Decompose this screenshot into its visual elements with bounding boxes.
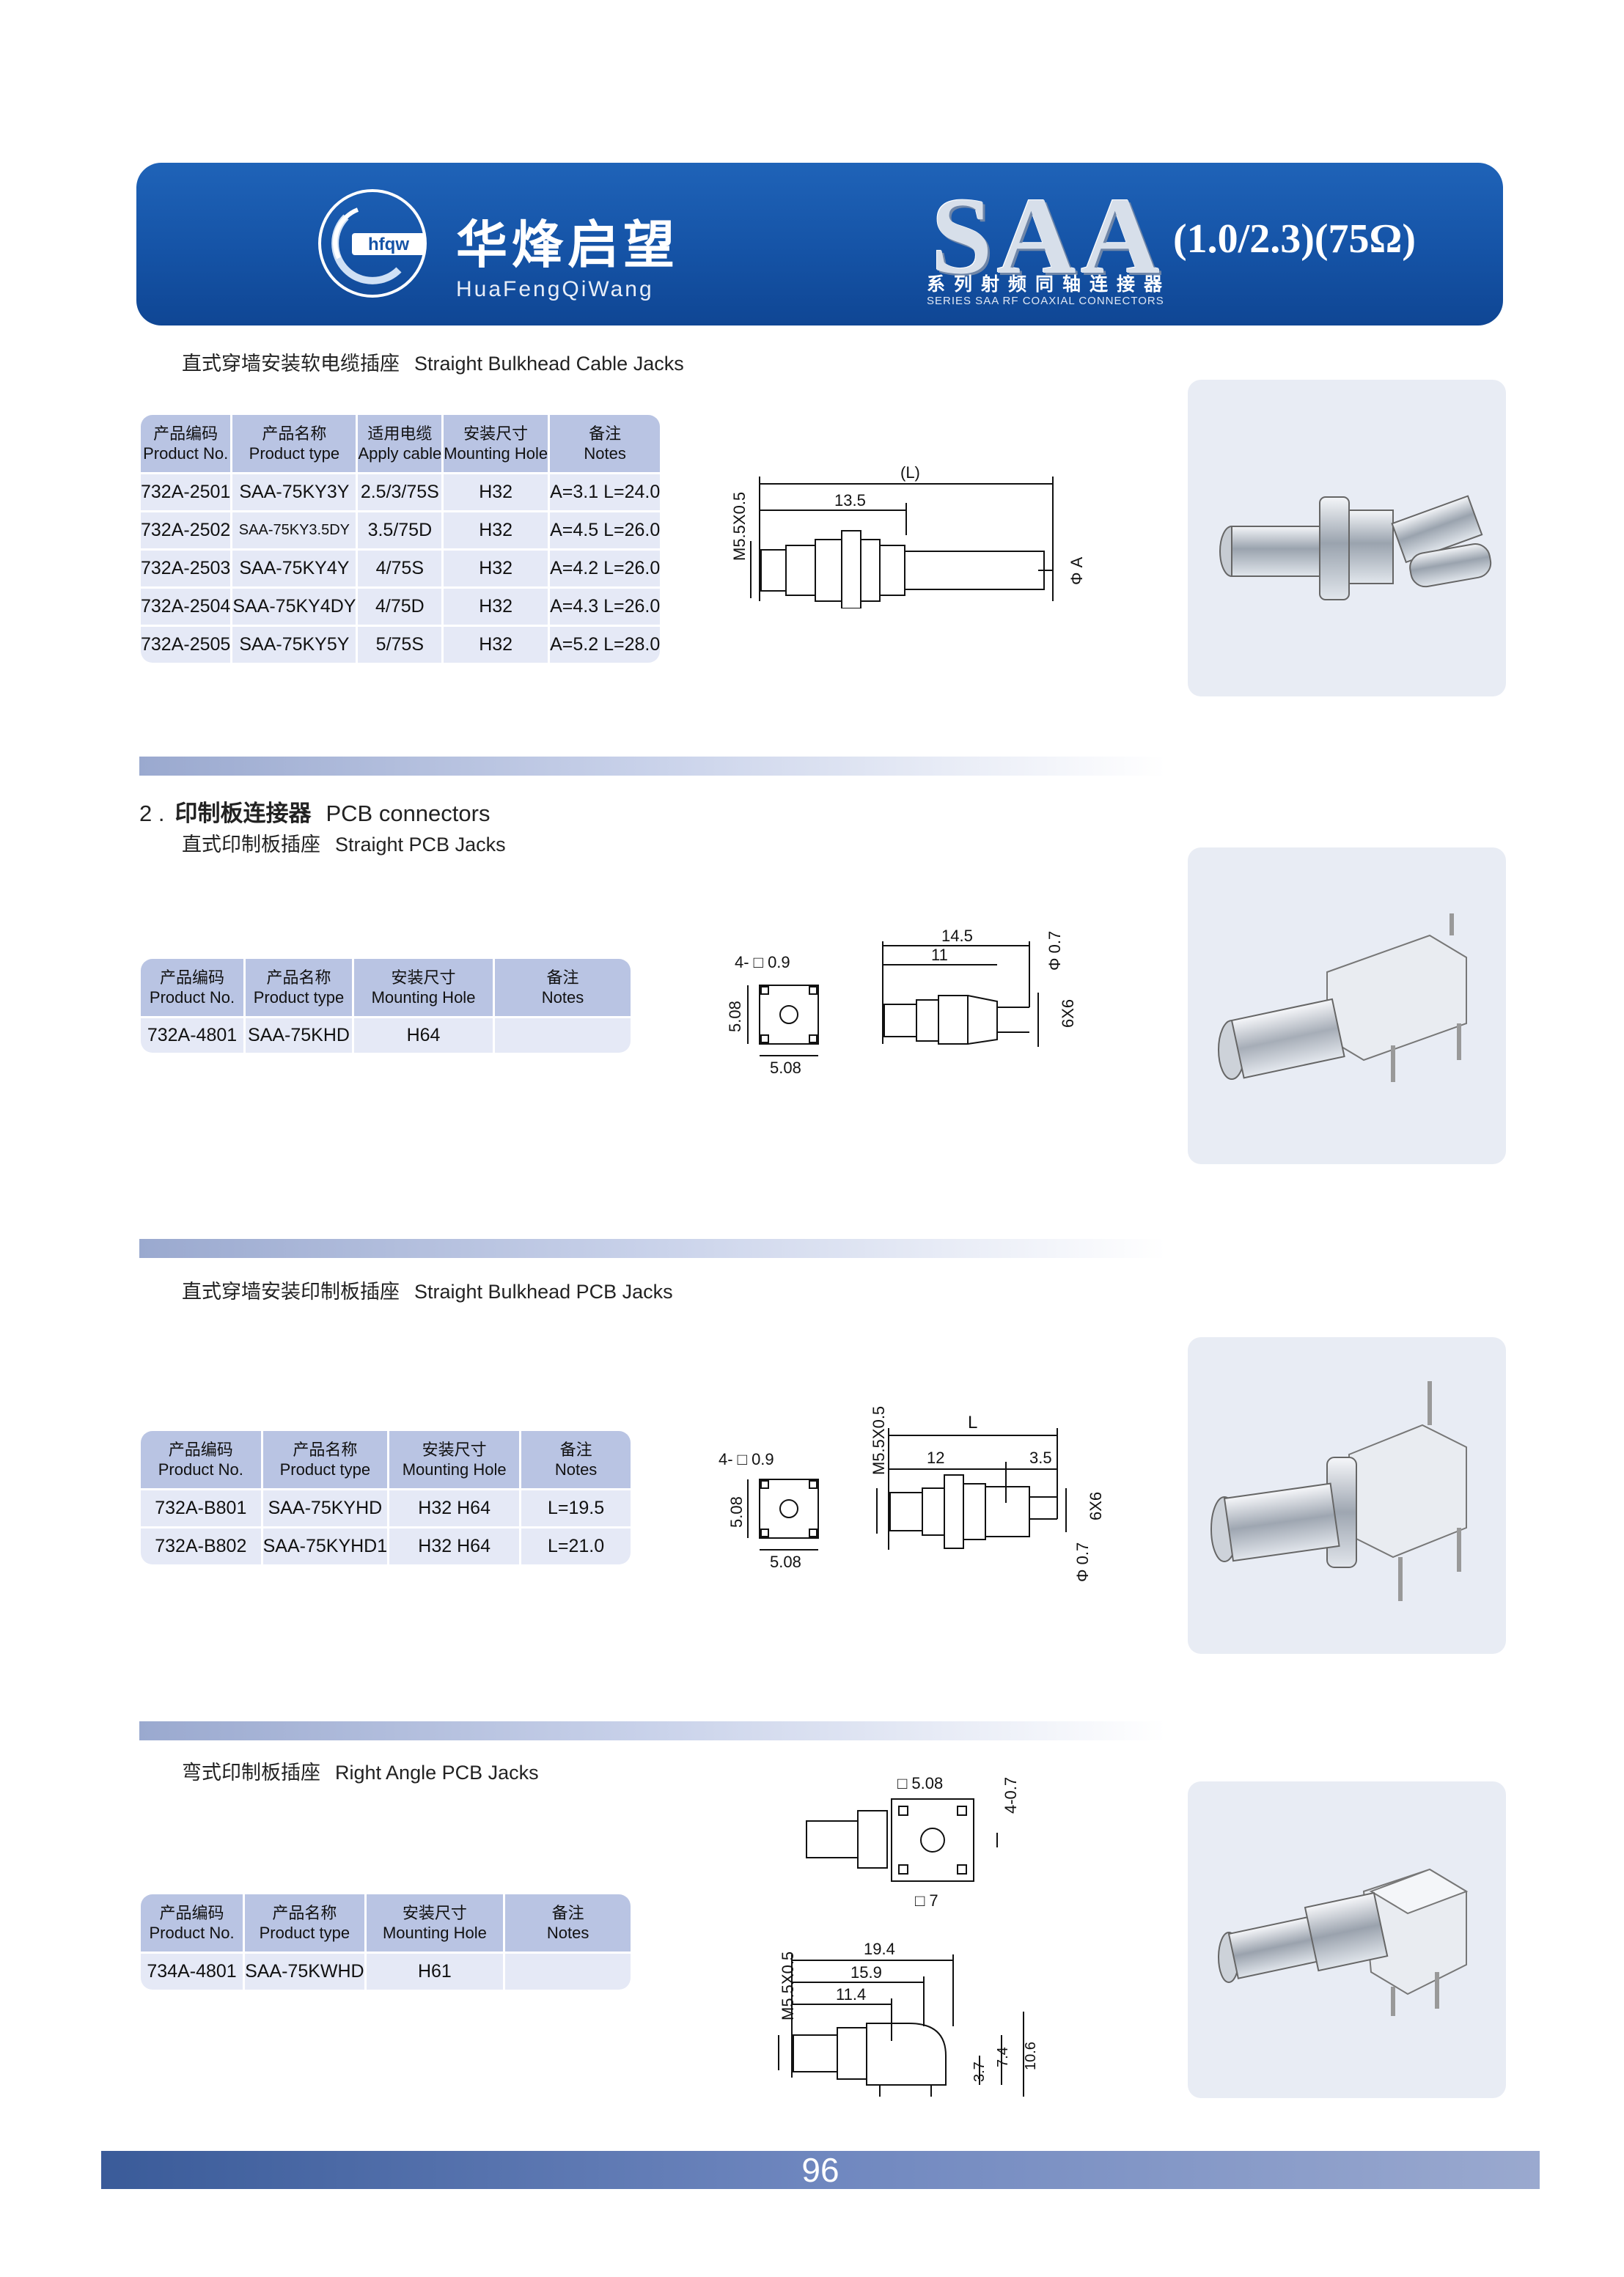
dim-12: 12 — [927, 1449, 944, 1467]
dim-pin-dia: Φ 0.7 — [1046, 931, 1064, 971]
dim-6x6: 6X6 — [1087, 1492, 1105, 1520]
section-divider — [139, 757, 1166, 776]
dim-thread: M5.5X0.5 — [730, 492, 749, 561]
dim-pins: 4- □ 0.9 — [735, 953, 790, 971]
dim-width: 5.08 — [770, 1553, 801, 1571]
dim-width: 5.08 — [770, 1059, 801, 1077]
dim-11: 11 — [931, 946, 948, 964]
dim-pins: 4- □ 0.9 — [719, 1450, 774, 1468]
dim-6x6: 6X6 — [1059, 999, 1077, 1028]
dim-sq-7: □ 7 — [915, 1891, 938, 1910]
company-logo: hfqw — [317, 188, 428, 299]
right-angle-photo — [1188, 1781, 1506, 2098]
bulkhead-pcb-photo — [1188, 1337, 1506, 1654]
straight-pcb-drawing: 4- □ 0.9 5.08 5.08 14.5 11 Φ 0.7 6X6 — [719, 919, 1100, 1081]
brand-name-cn: 华烽启望 — [456, 215, 679, 275]
dim-14-5: 14.5 — [941, 927, 973, 945]
dim-diameter: Φ A — [1068, 556, 1086, 585]
series-spec: (1.0/2.3)(75Ω) — [1173, 216, 1416, 262]
dim-pins: 4-0.7 — [1002, 1777, 1020, 1814]
dim-3-7: 3.7 — [971, 2061, 988, 2082]
dim-15-9: 15.9 — [850, 1963, 882, 1982]
bulkhead-pcb-drawing: 4- □ 0.9 5.08 5.08 M5.5X0.5 L 12 3.5 6X6… — [707, 1393, 1117, 1591]
dim-pin-dia: Φ 0.7 — [1073, 1542, 1092, 1582]
page-number: 96 — [801, 2151, 839, 2189]
dim-thread: M5.5X0.5 — [870, 1406, 888, 1475]
series-name-cn: 系列射频同轴连接器 — [927, 274, 1172, 295]
dim-7-4: 7.4 — [995, 2047, 1011, 2067]
right-angle-drawing: □ 5.08 4-0.7 □ 7 M5.5X0.5 19.4 15.9 11.4… — [763, 1762, 1070, 2100]
dim-height: 5.08 — [727, 1496, 746, 1528]
dim-13-5: 13.5 — [834, 491, 866, 510]
dim-l: L — [968, 1413, 977, 1432]
dim-sq-5-08: □ 5.08 — [897, 1774, 943, 1792]
series-title: SAA — [931, 175, 1165, 297]
logo-text: hfqw — [368, 235, 409, 254]
straight-pcb-photo — [1188, 847, 1506, 1164]
dim-3-5: 3.5 — [1029, 1449, 1052, 1467]
series-name-en: SERIES SAA RF COAXIAL CONNECTORS — [927, 295, 1164, 307]
section-divider — [139, 1721, 1166, 1740]
cable-jack-photo — [1188, 380, 1506, 696]
section-divider — [139, 1239, 1166, 1258]
footer-bar: 96 — [101, 2151, 1540, 2189]
dim-thread: M5.5X0.5 — [779, 1952, 797, 2020]
dim-19-4: 19.4 — [864, 1940, 895, 1958]
dim-10-6: 10.6 — [1023, 2042, 1039, 2070]
brand-name-en: HuaFengQiWang — [456, 277, 654, 301]
dim-11-4: 11.4 — [836, 1985, 866, 2004]
dim-height: 5.08 — [726, 1001, 744, 1032]
dim-length: (L) — [900, 463, 920, 482]
cable-jack-drawing: M5.5X0.5 (L) 13.5 Φ A — [730, 455, 1090, 608]
